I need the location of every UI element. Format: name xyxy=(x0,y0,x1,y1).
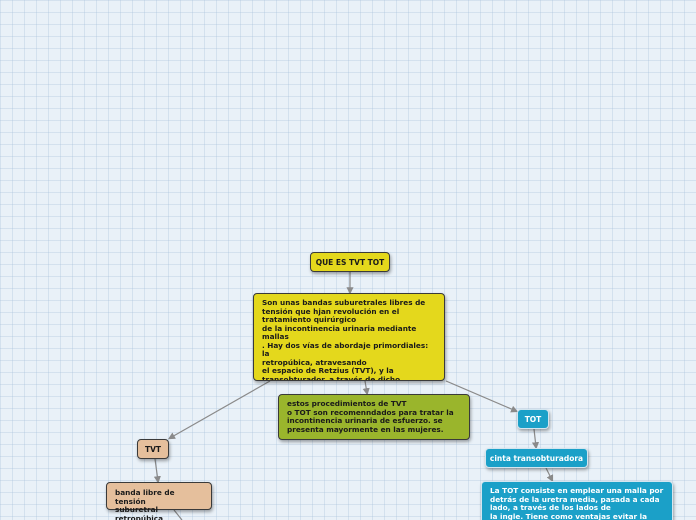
tot-node[interactable]: TOT xyxy=(517,409,549,429)
connector-definition-tot xyxy=(445,380,519,413)
connector-definition-note xyxy=(362,380,370,396)
connector-cinta-description xyxy=(545,467,554,483)
connector-tvt-banda xyxy=(153,458,161,484)
connector-definition-tvt xyxy=(167,380,271,440)
connector-tot-cinta xyxy=(531,428,540,450)
definition-node[interactable]: Son unas bandas suburetrales libres de t… xyxy=(253,293,445,381)
root-node[interactable]: QUE ES TVT TOT xyxy=(310,252,390,272)
tot-description-node[interactable]: La TOT consiste en emplear una malla por… xyxy=(481,481,673,520)
note-node[interactable]: estos procedimientos de TVT o TOT son re… xyxy=(278,394,470,440)
connector-banda-child xyxy=(173,509,183,520)
tot-cinta-node[interactable]: cinta transobturadora xyxy=(485,448,588,468)
tvt-node[interactable]: TVT xyxy=(137,439,169,459)
tvt-banda-node[interactable]: banda libre de tensión suburetral retrop… xyxy=(106,482,212,520)
